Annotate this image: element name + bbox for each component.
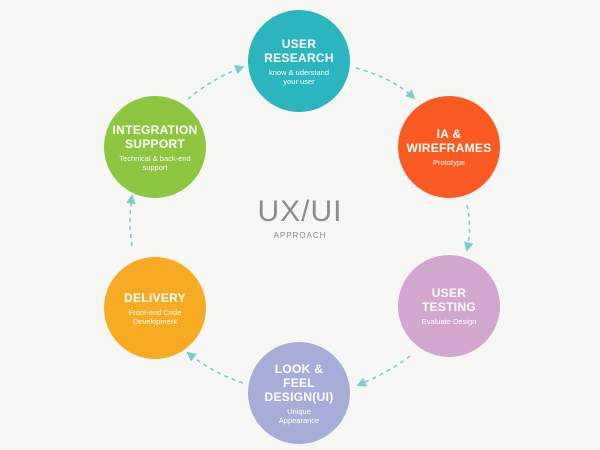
node-look-and-feel: LOOK & FEEL DESIGN(UI) Unique Appearance — [248, 342, 350, 444]
node-subtitle: Front-end Code Development — [128, 307, 182, 326]
arrow-testing-to-lookfeel — [356, 355, 411, 387]
node-ia-wireframes: IA & WIREFRAMES Prototype — [398, 96, 500, 198]
node-title: USER TESTING — [421, 286, 477, 314]
node-user-testing: USER TESTING Evaluate Design — [398, 255, 500, 357]
arrow-research-to-wireframes — [355, 67, 416, 100]
node-title: DELIVERY — [124, 290, 186, 305]
node-delivery: DELIVERY Front-end Code Development — [104, 257, 206, 359]
node-integration-support: INTEGRATION SUPPORT Technical & back-end… — [104, 96, 206, 198]
node-subtitle: Technical & back-end support — [119, 153, 191, 172]
center-label: UX/UI APPROACH — [240, 195, 360, 240]
node-title: IA & WIREFRAMES — [406, 127, 492, 155]
node-subtitle: Evaluate Design — [421, 317, 477, 326]
node-subtitle: know & uderstand your user — [268, 67, 330, 86]
arrow-integration-to-research — [187, 65, 245, 100]
center-title: UX/UI — [257, 195, 343, 228]
arrow-lookfeel-to-delivery — [186, 351, 244, 384]
node-title: LOOK & FEEL DESIGN(UI) — [264, 361, 334, 404]
node-subtitle: Prototype — [432, 158, 466, 167]
node-user-research: USER RESEARCH know & uderstand your user — [248, 10, 350, 112]
node-subtitle: Unique Appearance — [278, 406, 320, 425]
center-subtitle: APPROACH — [273, 231, 327, 240]
arrow-delivery-to-integration — [126, 194, 136, 247]
node-title: INTEGRATION SUPPORT — [112, 122, 198, 151]
arrow-wireframes-to-testing — [464, 204, 474, 252]
node-title: USER RESEARCH — [264, 36, 334, 65]
